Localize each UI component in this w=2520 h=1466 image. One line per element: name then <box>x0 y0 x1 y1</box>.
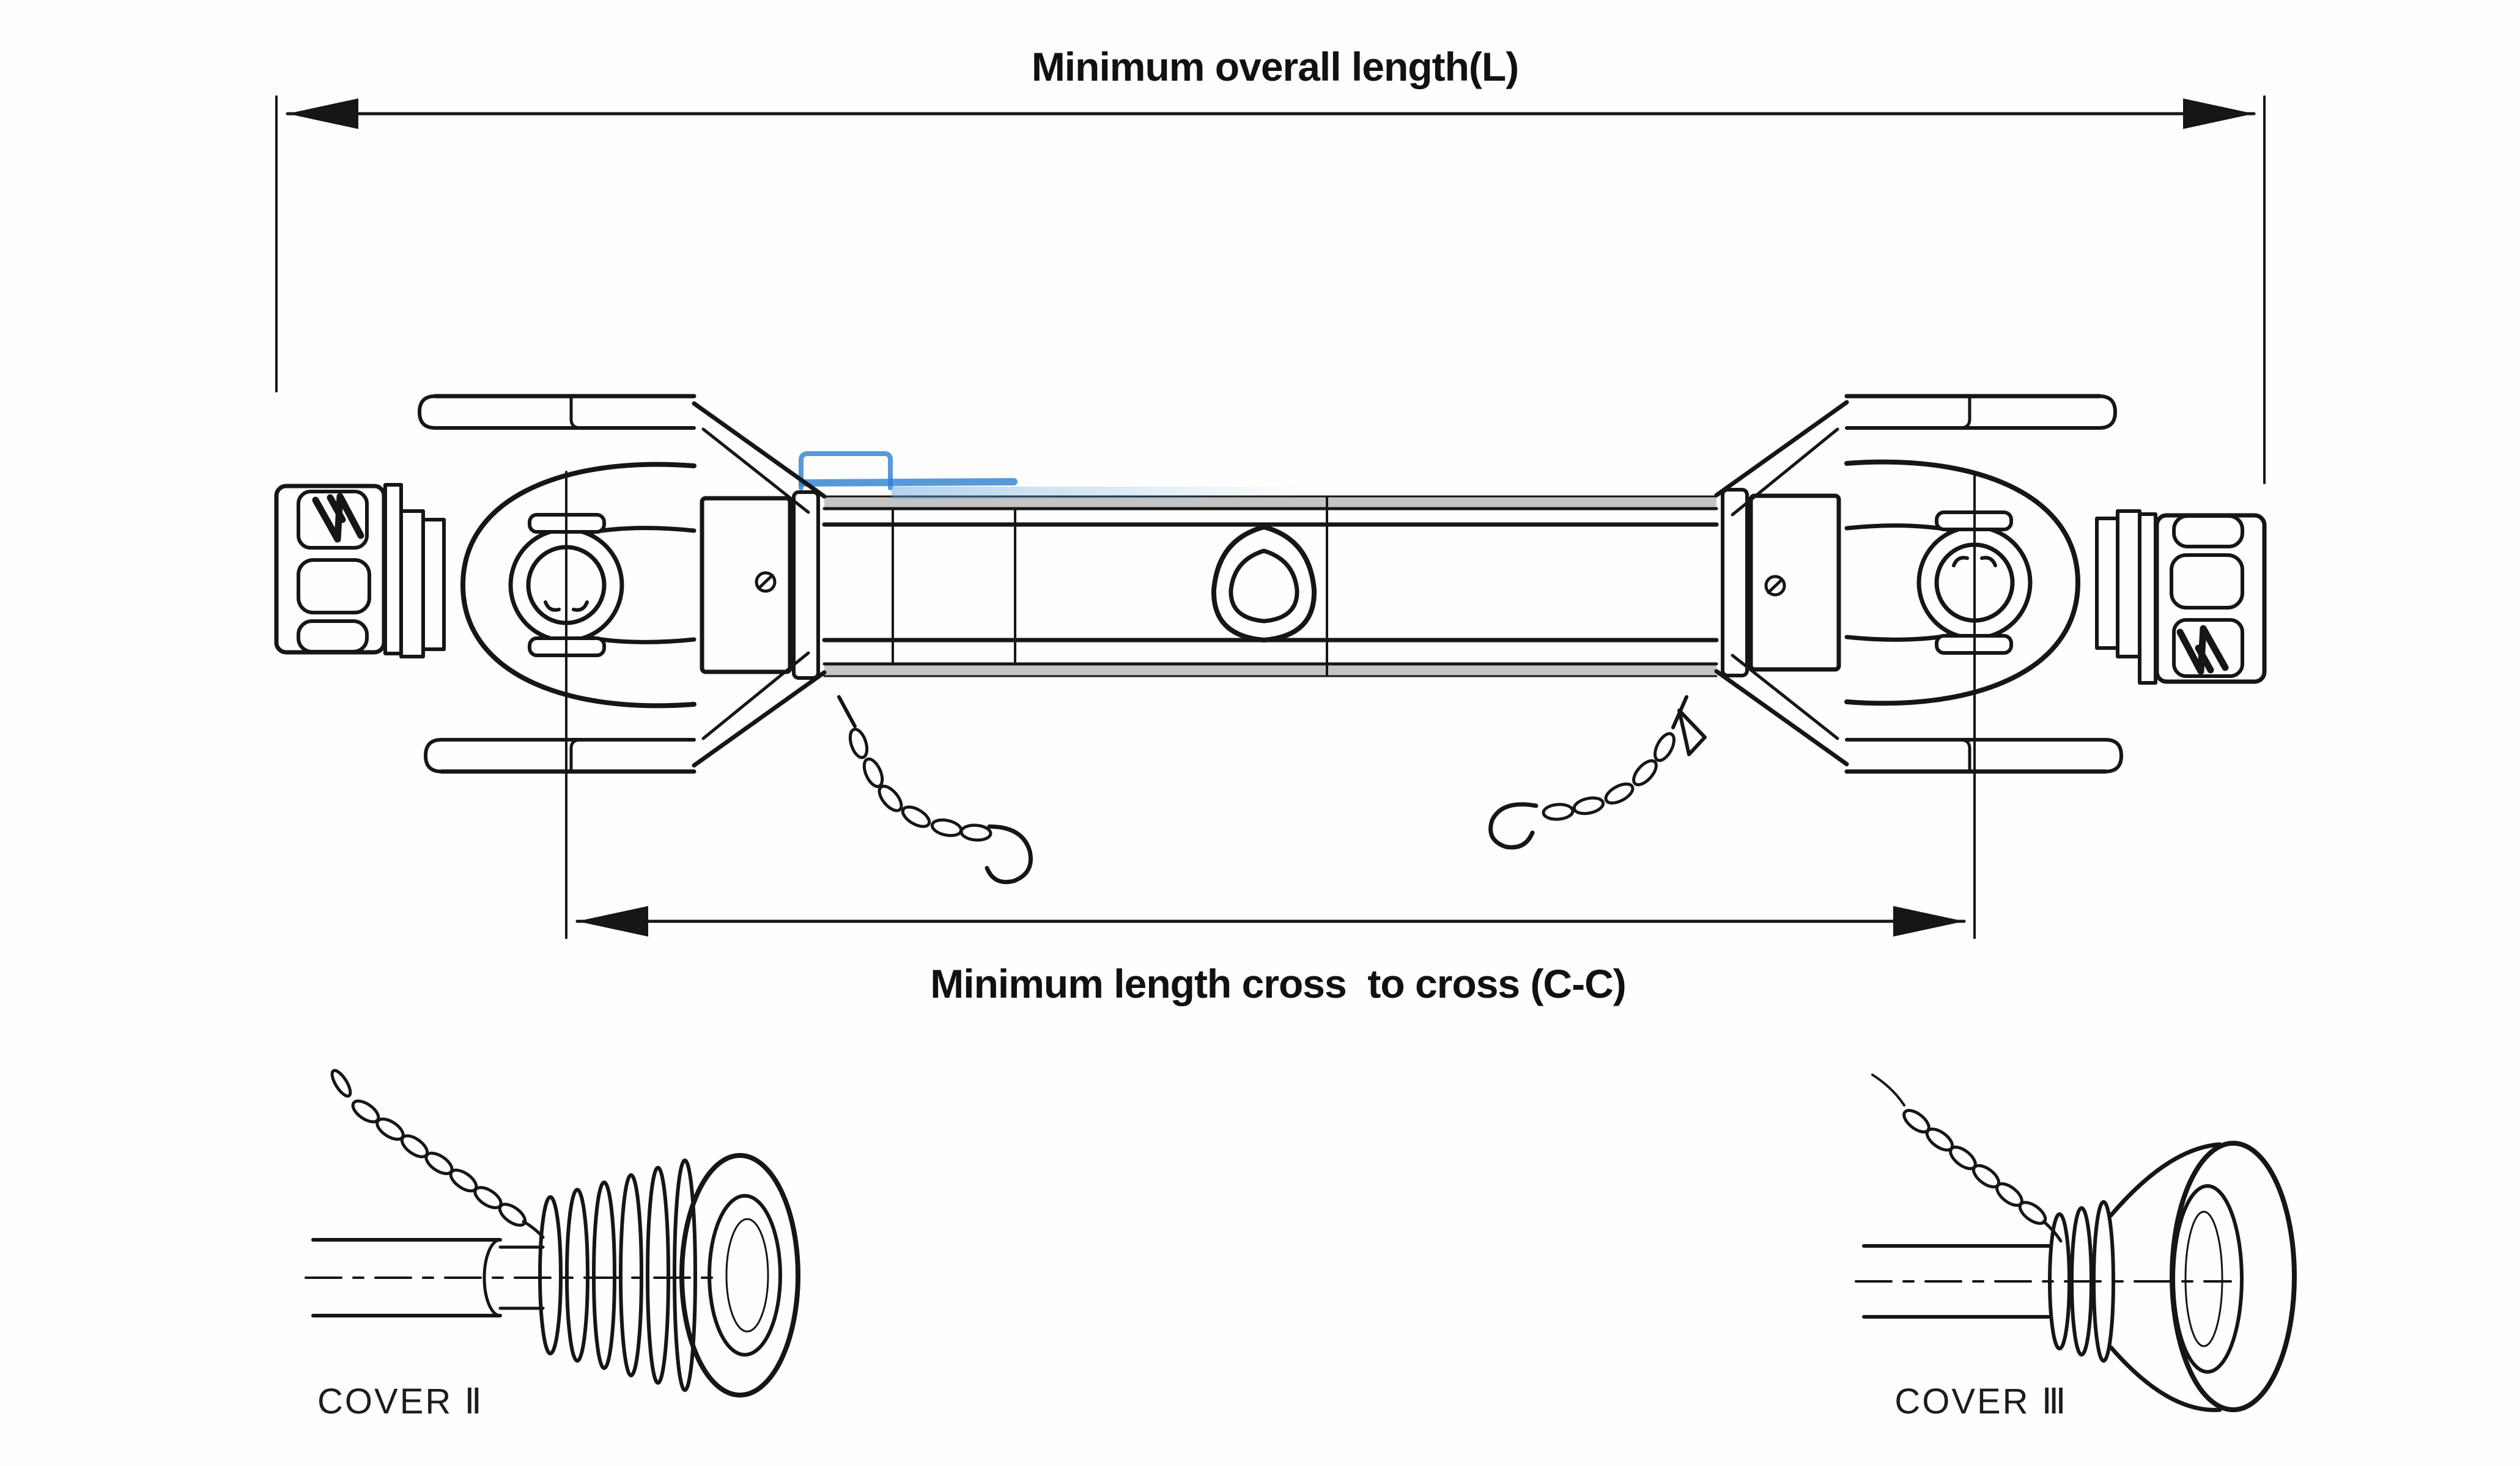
cover-top-edge <box>2108 1142 2222 1218</box>
chain-hook-icon <box>1488 802 1539 850</box>
chain-attach <box>2042 1220 2063 1243</box>
collar-rib <box>2092 1200 2115 1363</box>
safety-chain-right <box>1488 695 1707 850</box>
cover-depth-arc <box>725 1218 769 1333</box>
collar-rib <box>2048 1212 2071 1350</box>
cover-rim-outer <box>2170 1141 2297 1412</box>
cover-depth-arc <box>2184 1210 2223 1347</box>
cover-opening <box>2171 1184 2244 1374</box>
dimension-arrowhead-icon <box>577 906 648 937</box>
cover-2-detail: COVER Ⅱ <box>305 1069 800 1421</box>
chain-attach <box>522 1220 545 1239</box>
safety-chain-left <box>837 695 1033 885</box>
bellows-rib <box>646 1166 670 1385</box>
bellows-rib <box>538 1195 563 1355</box>
lemon-triangular-tube-profile-icon <box>1211 525 1317 643</box>
bellows-rib <box>565 1188 589 1363</box>
chain-anchor <box>837 695 857 728</box>
guard-tube-band-top <box>824 496 1716 509</box>
telescoping-tube <box>799 451 1719 677</box>
blue-cap-outline <box>799 451 893 490</box>
collar-rib <box>2070 1206 2093 1357</box>
cover-opening <box>708 1194 782 1357</box>
overall-length-dimension: Minimum overall length(L) <box>275 44 2266 484</box>
tube-profile-inner <box>1229 548 1299 624</box>
cover-rim-outer <box>679 1153 800 1398</box>
cover-3-detail: COVER Ⅲ <box>1855 1074 2297 1421</box>
dimension-arrowhead-icon <box>1893 906 1964 937</box>
bellows-rib <box>619 1173 643 1377</box>
cross-to-cross-label: Minimum length cross to cross (C-C) <box>930 961 1625 1006</box>
cover-3-label: COVER Ⅲ <box>1894 1382 2067 1421</box>
blue-streak <box>799 478 1018 487</box>
guard-tube-band-bottom <box>824 664 1716 676</box>
cover-bottom-edge <box>2108 1345 2222 1412</box>
chain-hook-icon <box>985 824 1033 885</box>
chain-anchor <box>1871 1074 1905 1107</box>
cross-to-cross-dimension: Minimum length cross to cross (C-C) <box>565 471 1976 1006</box>
chain-clip-icon <box>1671 695 1707 756</box>
right-shaft-assembly <box>1716 396 2264 772</box>
bellows-rib <box>592 1181 616 1370</box>
tube-step <box>482 1238 502 1317</box>
detail-chain-right <box>1871 1074 2063 1243</box>
bellows-rib <box>673 1158 697 1392</box>
blue-fade-band <box>892 487 1307 499</box>
chain-pin-icon <box>330 1069 352 1098</box>
dimension-arrowhead-icon <box>287 98 358 129</box>
blue-highlight-artifact <box>799 451 1307 499</box>
cover-2-label: COVER Ⅱ <box>317 1382 484 1421</box>
overall-length-label: Minimum overall length(L) <box>1032 44 1518 89</box>
left-shaft-assembly <box>276 396 824 772</box>
detail-chain-left <box>330 1069 545 1239</box>
dimension-arrowhead-icon <box>2183 98 2254 129</box>
